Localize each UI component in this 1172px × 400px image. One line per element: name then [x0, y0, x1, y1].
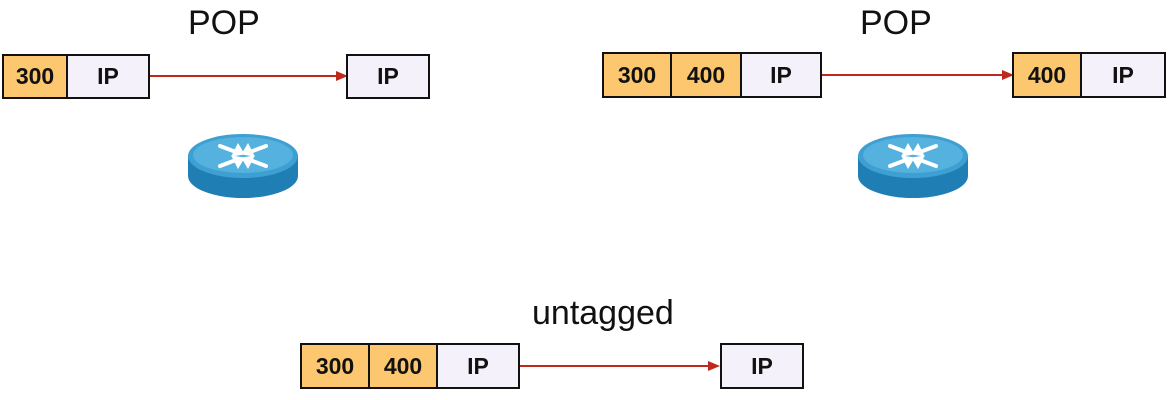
untagged-arrow	[520, 361, 720, 371]
router-icon	[858, 134, 968, 198]
pop-double-title: POP	[860, 4, 932, 42]
pop-double-arrow	[822, 70, 1014, 80]
pop-single-input-label-300: 300	[2, 54, 68, 99]
router-icon	[188, 134, 298, 198]
pop-double-input-label-400: 400	[670, 52, 742, 98]
pop-single-title: POP	[188, 4, 260, 42]
untagged-title: untagged	[532, 294, 674, 332]
pop-double-output-ip: IP	[1080, 52, 1166, 98]
pop-double-input-ip: IP	[740, 52, 822, 98]
pop-double-input-label-300: 300	[602, 52, 672, 98]
untagged-output-ip: IP	[720, 343, 804, 389]
untagged-input-label-300: 300	[300, 343, 370, 389]
pop-single-output-ip: IP	[346, 54, 430, 99]
pop-double-output-label-400: 400	[1012, 52, 1082, 98]
untagged-input-ip: IP	[436, 343, 520, 389]
pop-single-arrow	[150, 71, 348, 81]
untagged-input-label-400: 400	[368, 343, 438, 389]
pop-single-input-ip: IP	[66, 54, 150, 99]
